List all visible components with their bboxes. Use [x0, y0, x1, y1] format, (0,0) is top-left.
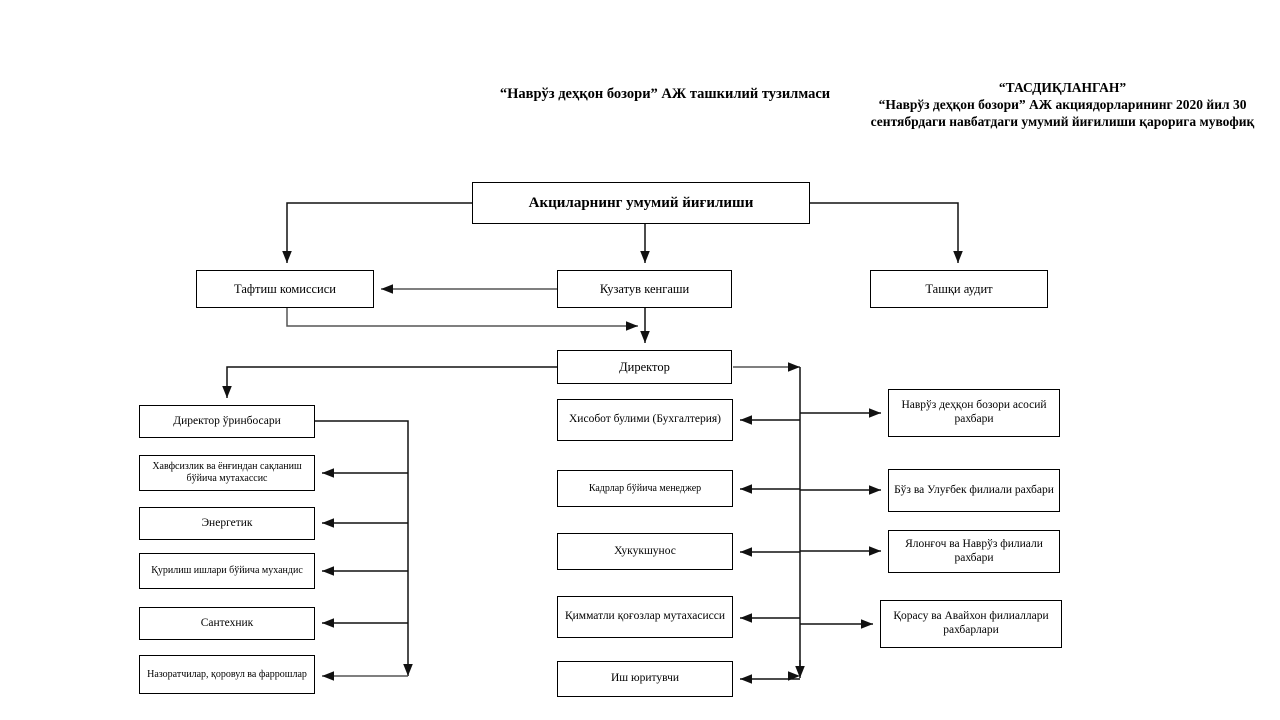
- node-accounting-department[interactable]: Хисобот булими (Бухгалтерия): [557, 399, 733, 441]
- node-label: Назоратчилар, қоровул ва фаррошлар: [147, 668, 307, 680]
- node-label: Директор ўринбосари: [173, 414, 281, 427]
- node-label: Ташқи аудит: [925, 281, 993, 296]
- node-qorasu-avayxon-branch-heads[interactable]: Қорасу ва Авайхон филиаллари рахбарлари: [880, 600, 1062, 648]
- node-securities-specialist[interactable]: Қимматли қоғозлар мутахасисси: [557, 596, 733, 638]
- node-director[interactable]: Директор: [557, 350, 732, 384]
- node-plumber[interactable]: Сантехник: [139, 607, 315, 640]
- node-deputy-director[interactable]: Директор ўринбосари: [139, 405, 315, 438]
- node-label: Хукукшунос: [614, 544, 676, 557]
- node-label: Энергетик: [201, 516, 253, 529]
- node-construction-engineer[interactable]: Қурилиш ишлари бўйича мухандис: [139, 553, 315, 589]
- node-lawyer[interactable]: Хукукшунос: [557, 533, 733, 570]
- node-label: Кадрлар бўйича менеджер: [588, 482, 702, 494]
- approval-body: “Наврўз деҳқон бозори” АЖ акциядорларини…: [870, 96, 1255, 129]
- node-clerk[interactable]: Иш юритувчи: [557, 661, 733, 697]
- node-label: Кузатув кенгаши: [599, 281, 690, 296]
- node-label: Бўз ва Улуғбек филиали рахбари: [894, 483, 1054, 496]
- node-label: Сантехник: [200, 616, 254, 629]
- approval-block: “ТАСДИҚЛАНГАН” “Наврўз деҳқон бозори” АЖ…: [855, 80, 1270, 131]
- node-safety-specialist[interactable]: Хавфсизлик ва ёнғиндан сақланиш бўйича м…: [139, 455, 315, 491]
- node-market-head[interactable]: Наврўз деҳқон бозори асосий рахбари: [888, 389, 1060, 437]
- chart-title: “Наврўз деҳқон бозори” АЖ ташкилий тузил…: [499, 86, 831, 102]
- node-audit-commission[interactable]: Тафтиш комиссиси: [196, 270, 374, 308]
- node-yalongoch-navruz-branch-head[interactable]: Ялонғоч ва Наврўз филиали рахбари: [888, 530, 1060, 573]
- node-label: Наврўз деҳқон бозори асосий рахбари: [901, 399, 1047, 425]
- approval-heading: “ТАСДИҚЛАНГАН”: [998, 80, 1127, 95]
- node-label: Тафтиш комиссиси: [234, 281, 336, 296]
- node-label: Ялонғоч ва Наврўз филиали рахбари: [905, 537, 1043, 564]
- node-label: Хавфсизлик ва ёнғиндан сақланиш бўйича м…: [152, 461, 302, 484]
- node-label: Қимматли қоғозлар мутахасисси: [564, 610, 726, 623]
- node-guards-cleaners[interactable]: Назоратчилар, қоровул ва фаррошлар: [139, 655, 315, 694]
- node-buz-ulugbek-branch-head[interactable]: Бўз ва Улуғбек филиали рахбари: [888, 469, 1060, 512]
- node-external-audit[interactable]: Ташқи аудит: [870, 270, 1048, 308]
- node-label: Қорасу ва Авайхон филиаллари рахбарлари: [893, 610, 1049, 636]
- node-label: Қурилиш ишлари бўйича мухандис: [151, 565, 303, 576]
- node-energy-engineer[interactable]: Энергетик: [139, 507, 315, 540]
- node-shareholders-meeting[interactable]: Акциларнинг умумий йиғилиши: [472, 182, 810, 224]
- node-label: Иш юритувчи: [610, 672, 680, 685]
- node-label: Директор: [619, 359, 670, 374]
- node-label: Акциларнинг умумий йиғилиши: [528, 195, 754, 211]
- node-label: Хисобот булими (Бухгалтерия): [569, 413, 721, 426]
- node-supervisory-board[interactable]: Кузатув кенгаши: [557, 270, 732, 308]
- node-hr-manager[interactable]: Кадрлар бўйича менеджер: [557, 470, 733, 507]
